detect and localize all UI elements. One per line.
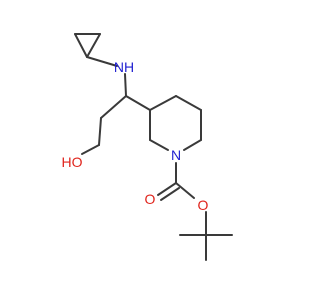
piperidine-bond [175, 95, 202, 111]
bond-layer [74, 33, 233, 261]
chain-to-oh-bond [81, 144, 100, 155]
cyclopropyl-to-nh-bond [86, 56, 118, 67]
atom-label-nh: NH [114, 59, 134, 75]
carbonyl-double-bond [157, 182, 177, 196]
carbonyl-double-bond [160, 187, 180, 201]
cyclopropyl-bond [74, 33, 88, 58]
atom-label-n: N [171, 147, 181, 163]
atom-label-layer: NH N O O HO [62, 59, 209, 213]
piperidine-bond [183, 139, 202, 151]
piperidine-bond [149, 139, 169, 151]
atom-label-oh: HO [62, 154, 83, 170]
piperidine-bond [149, 95, 177, 111]
ester-bond [175, 182, 195, 199]
atom-label-o-carbonyl: O [145, 191, 156, 207]
molecule-structure: NH N O O HO [62, 33, 233, 261]
chain-to-ring-bond [125, 95, 151, 111]
cyclopropyl-bond [86, 33, 101, 58]
chain-bond [100, 95, 127, 119]
nh-to-chain-bond [124, 73, 127, 97]
atom-label-o-ester: O [198, 197, 209, 213]
chain-bond [98, 117, 102, 146]
